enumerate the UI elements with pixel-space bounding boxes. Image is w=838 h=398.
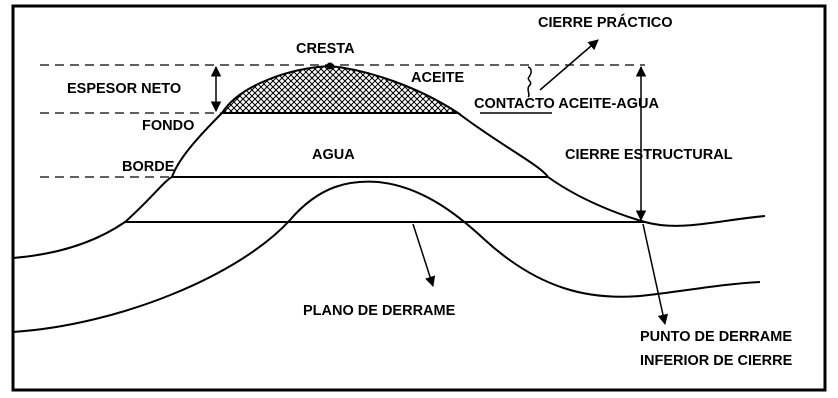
practical-closure-arrow: [539, 39, 599, 91]
label-plano-derrame: PLANO DE DERRAME: [303, 303, 456, 319]
label-contacto: CONTACTO ACEITE-AGUA: [474, 96, 660, 112]
label-aceite: ACEITE: [411, 70, 465, 86]
practical-closure-brace: [527, 66, 532, 98]
frame-border: [11, 4, 827, 392]
spill-plane-arrow: [412, 223, 436, 287]
label-borde: BORDE: [122, 159, 175, 175]
upper-layer-left: [12, 221, 126, 259]
spill-point-arrow: [642, 223, 669, 326]
label-fondo: FONDO: [142, 118, 194, 134]
label-agua: AGUA: [312, 147, 355, 163]
label-cierre-practico: CIERRE PRÁCTICO: [538, 14, 673, 31]
base-layer: [12, 180, 761, 333]
label-punto-derrame: PUNTO DE DERRAME: [640, 329, 792, 345]
crest-point: [326, 62, 334, 70]
label-cresta: CRESTA: [296, 41, 355, 57]
label-inferior-cierre: INFERIOR DE CIERRE: [640, 353, 793, 369]
label-cierre-estructural: CIERRE ESTRUCTURAL: [565, 147, 733, 163]
label-espesor-neto: ESPESOR NETO: [67, 81, 181, 97]
reservoir-top-right: [457, 112, 766, 227]
